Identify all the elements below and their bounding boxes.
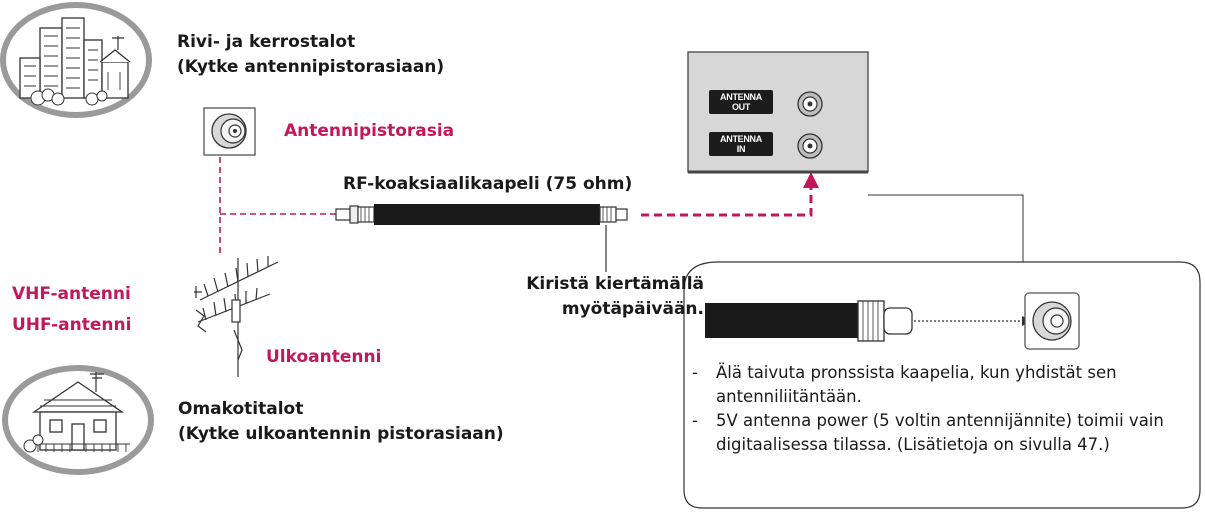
antenna-in-label: ANTENNA IN: [709, 132, 773, 156]
notes-list: - Älä taivuta pronssista kaapelia, kun y…: [692, 361, 1182, 457]
antenna-out-label-line1: ANTENNA: [720, 92, 762, 102]
building-title: Rivi- ja kerrostalot: [177, 32, 356, 52]
house-title: Omakotitalot: [178, 399, 304, 419]
uhf-antenna-label: UHF-antenni: [12, 315, 132, 335]
note-text: Älä taivuta pronssista kaapelia, kun yhd…: [716, 363, 1117, 406]
outdoor-antenna-label: Ulkoantenni: [266, 347, 382, 367]
antenna-in-label-line2: IN: [736, 144, 746, 154]
wall-socket-label: Antennipistorasia: [284, 121, 455, 141]
cable-label: RF-koaksiaalikaapeli (75 ohm): [343, 174, 633, 194]
outdoor-antenna-icon: [194, 256, 279, 377]
antenna-in-label-line1: ANTENNA: [720, 134, 762, 144]
connector-closeup-icon: [705, 292, 1080, 350]
coax-cable-icon: [335, 204, 628, 272]
antenna-in-jack: [797, 133, 823, 159]
building-subtitle: (Kytke antennipistorasiaan): [177, 57, 445, 77]
house-icon: [2, 365, 154, 475]
cable-to-antenna-in-arrow: [641, 172, 819, 217]
tighten-label-line2: myötäpäivään.: [561, 299, 704, 319]
note-dash: -: [692, 411, 698, 430]
apartment-building-icon: [0, 2, 152, 118]
antenna-out-jack: [797, 91, 823, 117]
antenna-out-label: ANTENNA OUT: [709, 90, 773, 114]
vhf-antenna-label: VHF-antenni: [12, 284, 131, 304]
connection-dashed-line: [219, 157, 345, 254]
note-text: 5V antenna power (5 voltin antennijännit…: [716, 411, 1164, 454]
antenna-out-label-line2: OUT: [731, 102, 751, 112]
callout-leader-line: [868, 194, 1024, 262]
note-item: - 5V antenna power (5 voltin antennijänn…: [692, 409, 1182, 457]
note-dash: -: [692, 363, 698, 382]
note-item: - Älä taivuta pronssista kaapelia, kun y…: [692, 361, 1182, 409]
house-subtitle: (Kytke ulkoantennin pistorasiaan): [178, 424, 504, 444]
wall-socket-icon: [203, 107, 256, 156]
tighten-label-line1: Kiristä kiertämällä: [526, 274, 704, 294]
